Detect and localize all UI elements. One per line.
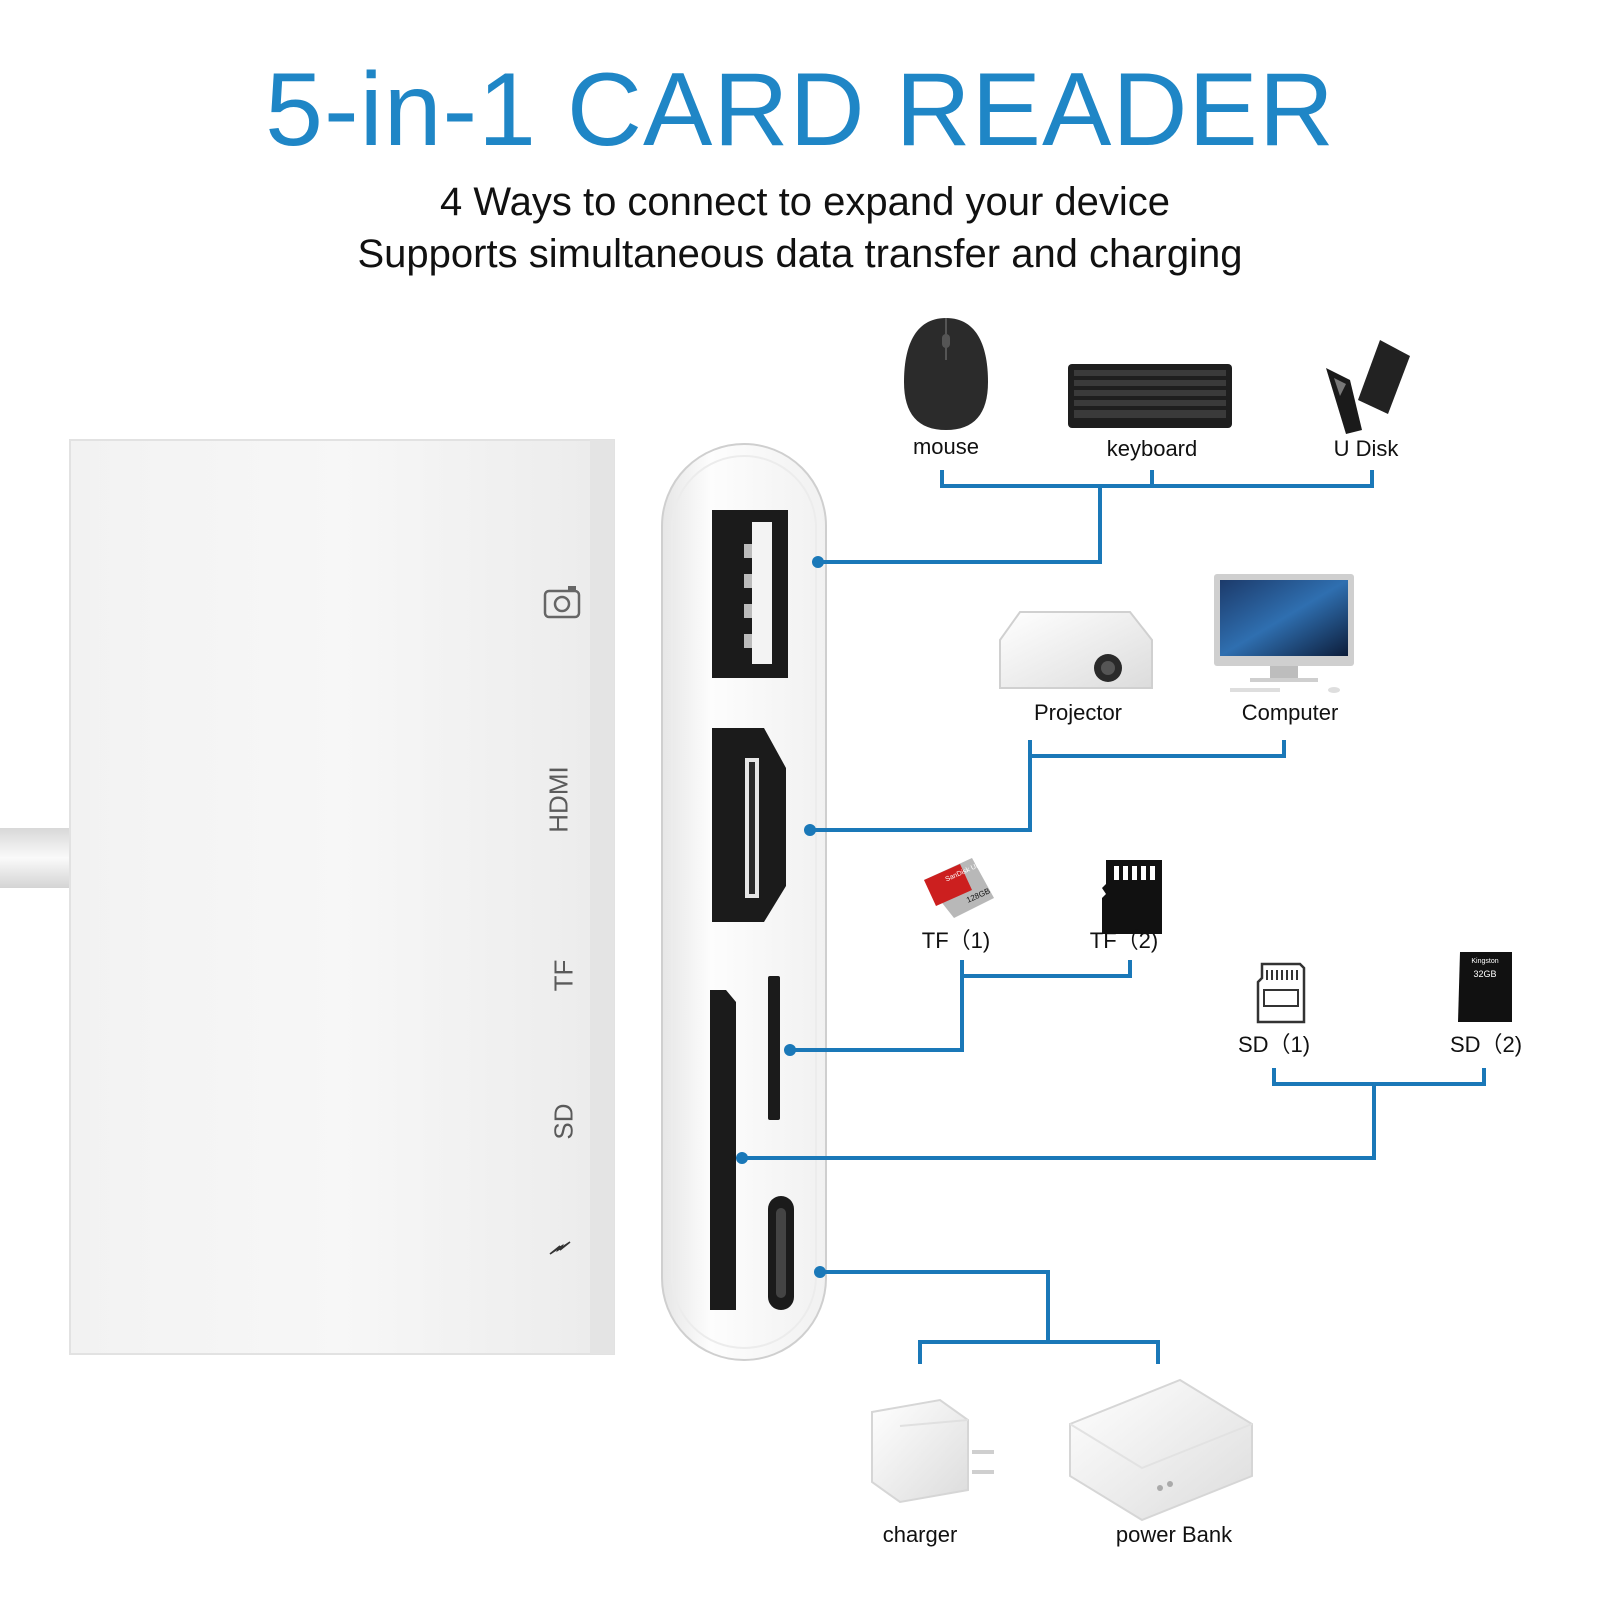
label-sd-2: SD（2) xyxy=(1449,1032,1523,1057)
connector-lines xyxy=(736,470,1486,1364)
label-projector: Projector xyxy=(1033,700,1123,725)
usb-cable xyxy=(0,828,74,888)
projector-image xyxy=(999,611,1153,689)
page-title: 5-in-1 CARD READER xyxy=(265,52,1335,168)
power-bank-image xyxy=(1069,1378,1253,1522)
subtitle-charging: Supports simultaneous data transfer and … xyxy=(357,232,1243,276)
power-port xyxy=(768,1196,794,1310)
label-charger: charger xyxy=(882,1522,958,1547)
keyboard-image xyxy=(1068,364,1232,428)
sd-card-2-capacity: 32GB xyxy=(1473,969,1497,979)
tf-slot xyxy=(768,976,780,1120)
label-u-disk: U Disk xyxy=(1333,436,1399,461)
camera-icon xyxy=(543,586,581,619)
subtitle-ways: 4 Ways to connect to expand your device xyxy=(439,180,1171,224)
sd-card-2-image xyxy=(1458,952,1512,1022)
label-keyboard: keyboard xyxy=(1106,436,1198,461)
hdmi-port xyxy=(712,728,786,922)
hub-body xyxy=(69,439,615,1355)
computer-image xyxy=(1214,574,1354,693)
charger-image xyxy=(871,1398,994,1504)
label-sd-1: SD（1) xyxy=(1237,1032,1311,1057)
label-mouse: mouse xyxy=(912,434,980,459)
label-power-bank: power Bank xyxy=(1115,1522,1233,1547)
tf-card-1-image xyxy=(924,858,994,918)
hub-label-tf: TF xyxy=(548,959,579,992)
label-computer: Computer xyxy=(1241,700,1339,725)
label-tf-2: TF（2) xyxy=(1089,928,1159,953)
tf-card-2-image xyxy=(1102,860,1162,934)
u-disk-image xyxy=(1326,340,1410,434)
sd-slot xyxy=(710,990,736,1310)
label-tf-1: TF（1) xyxy=(921,928,991,953)
sd-card-1-icon xyxy=(1256,962,1306,1024)
hub-label-hdmi: HDMI xyxy=(543,766,574,833)
lightning-icon xyxy=(549,1241,571,1255)
hub-label-sd: SD xyxy=(548,1103,579,1140)
sd-card-2-brand: Kingston xyxy=(1471,958,1499,965)
mouse-image xyxy=(904,318,988,430)
usb-a-port xyxy=(712,510,788,678)
